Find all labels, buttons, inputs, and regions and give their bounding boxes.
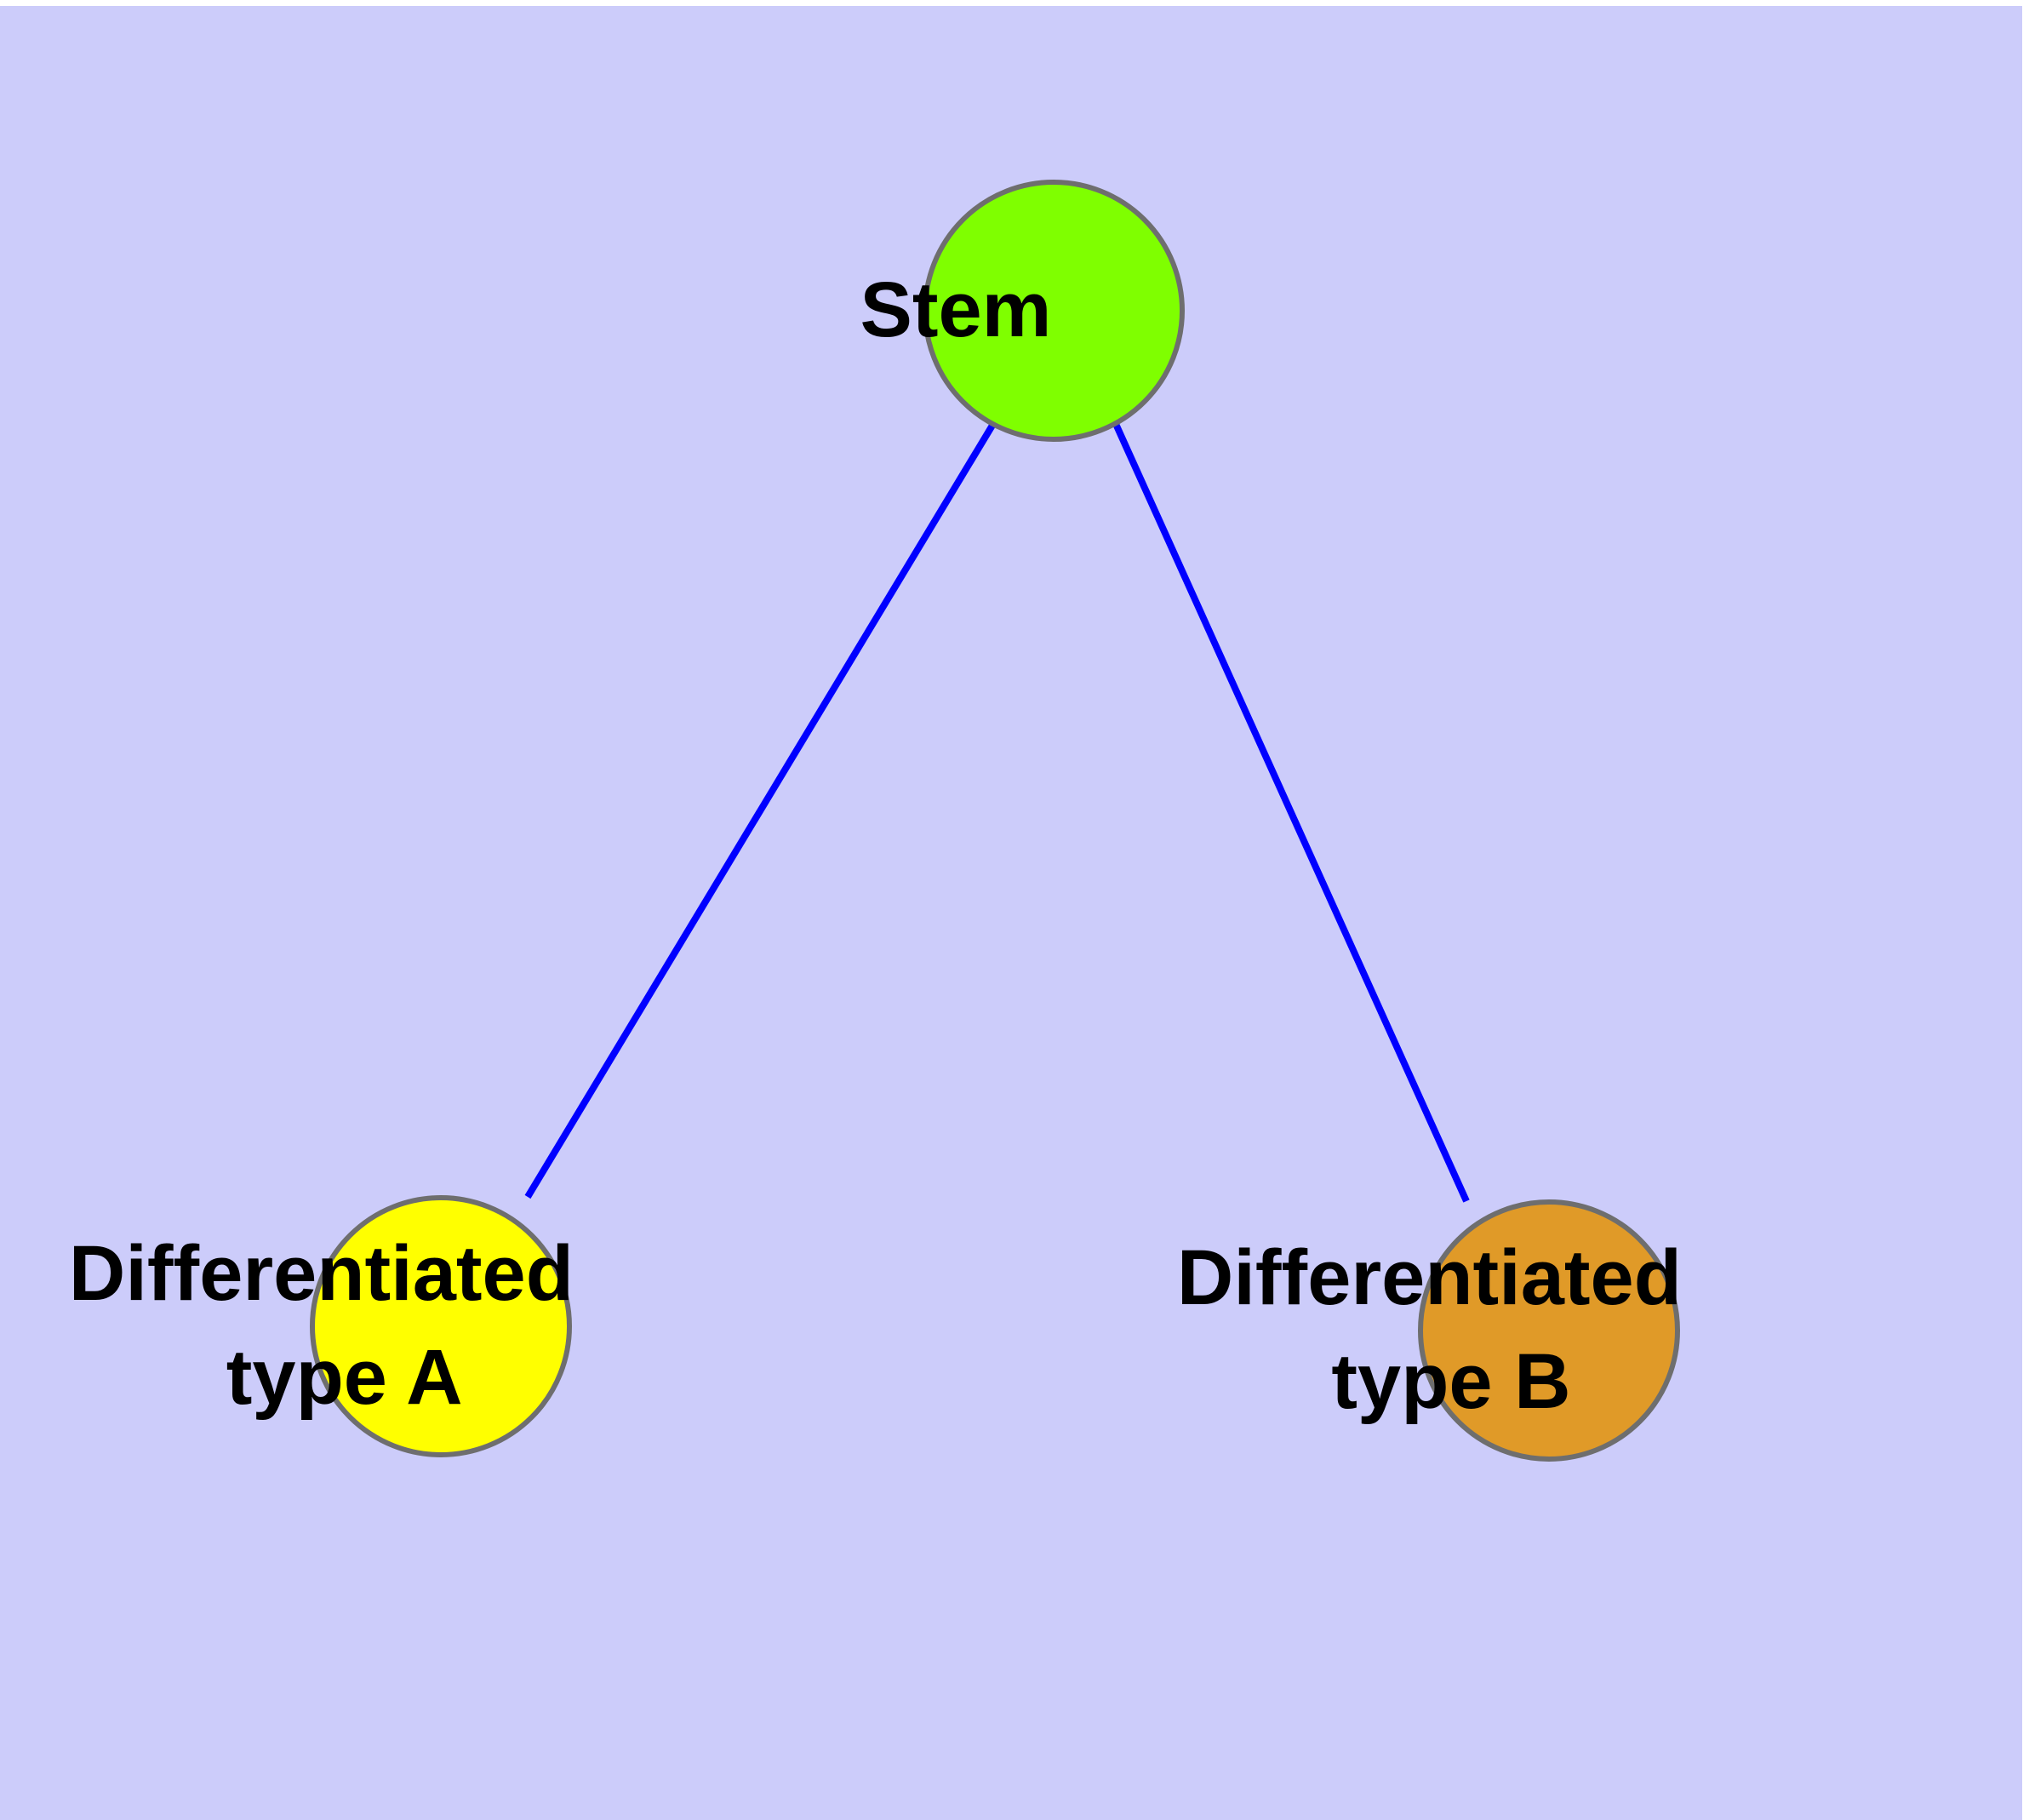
- node-differentiated-type-a-circle[interactable]: [310, 1195, 572, 1457]
- node-stem-label-line-1: Stem: [860, 266, 1051, 353]
- node-differentiated-type-b-label-line-1: Differentiated: [1177, 1234, 1682, 1321]
- diagram-canvas: Stem Differentiated type A Differentiate…: [0, 6, 2022, 1820]
- node-differentiated-type-a-label-line-1: Differentiated: [69, 1230, 574, 1317]
- node-stem[interactable]: Stem: [860, 180, 1247, 442]
- edge-stem-to-differentiated-type-a[interactable]: [524, 421, 997, 1199]
- node-layer: Stem Differentiated type A Differentiate…: [69, 180, 1921, 1462]
- edge-layer: [524, 421, 1470, 1203]
- node-stem-circle[interactable]: [923, 180, 1185, 442]
- node-differentiated-type-b-label-line-2: type B: [1331, 1338, 1570, 1425]
- node-differentiated-type-b[interactable]: Differentiated type B: [1177, 1199, 1921, 1462]
- node-stem-label: Stem: [860, 266, 1247, 353]
- node-differentiated-type-a[interactable]: Differentiated type A: [69, 1195, 813, 1457]
- edge-stem-to-differentiated-type-b[interactable]: [1112, 422, 1470, 1203]
- node-differentiated-type-a-label: Differentiated type A: [69, 1230, 813, 1421]
- node-differentiated-type-b-circle[interactable]: [1418, 1199, 1680, 1462]
- graph-svg: Stem Differentiated type A Differentiate…: [69, 180, 1921, 1462]
- node-differentiated-type-a-label-line-2: type A: [226, 1334, 461, 1421]
- node-differentiated-type-b-label: Differentiated type B: [1177, 1234, 1921, 1425]
